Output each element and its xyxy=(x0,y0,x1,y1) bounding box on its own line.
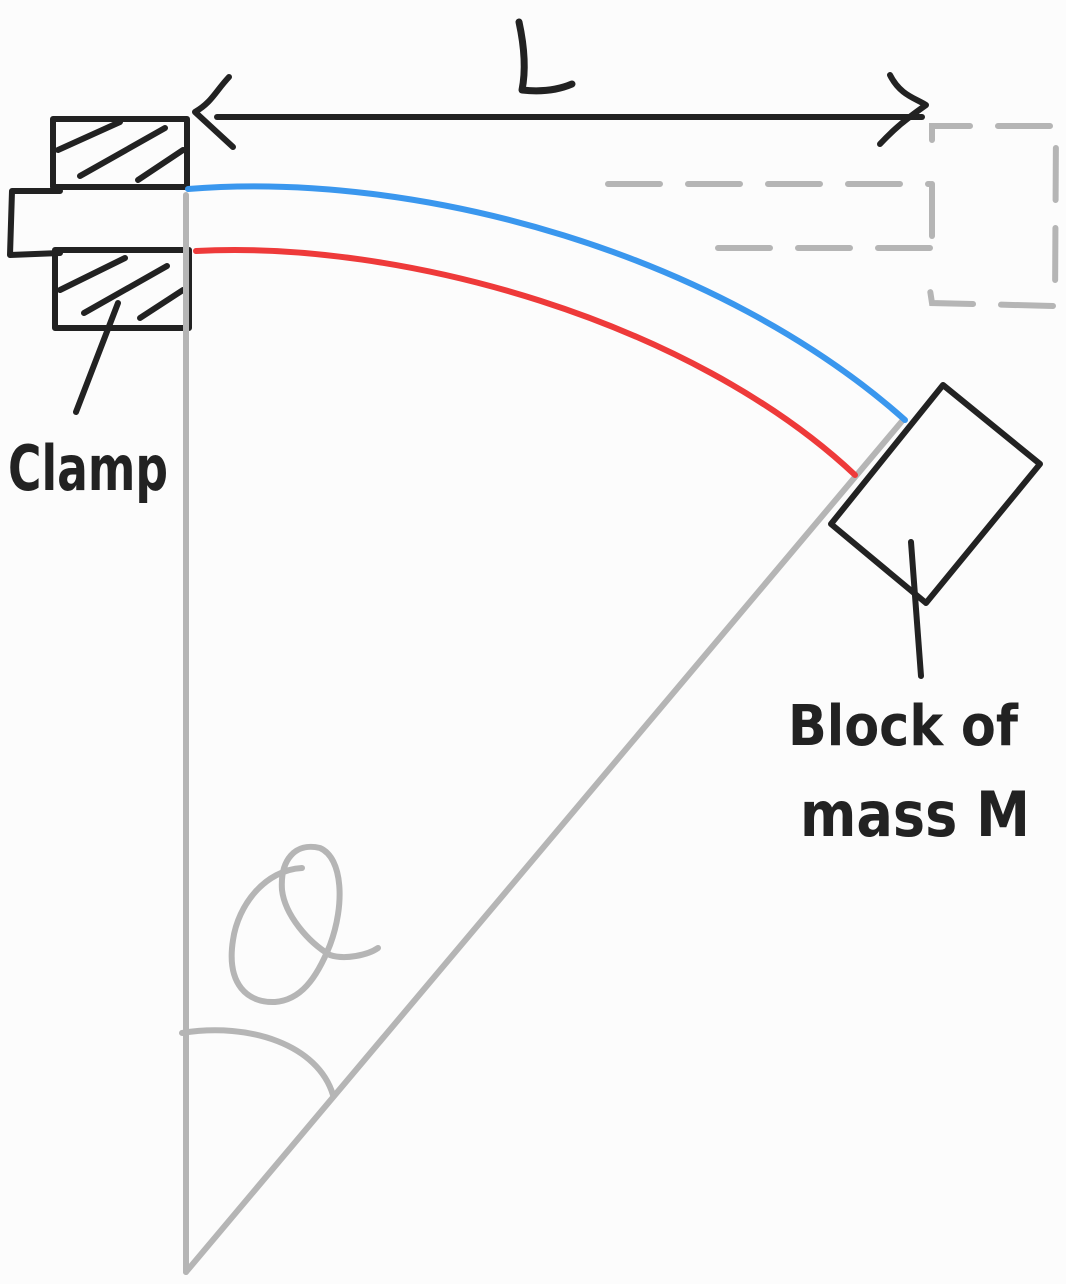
angle-arc xyxy=(179,1027,336,1098)
block-pointer-line xyxy=(908,539,924,679)
arrowhead-left-icon xyxy=(192,74,236,150)
beam-top-surface xyxy=(185,183,908,423)
clamp-label: Clamp xyxy=(8,432,168,505)
block-label-line1: Block of xyxy=(788,694,1019,759)
clamp-upper-jaw xyxy=(50,116,190,190)
length-label: L xyxy=(520,15,558,85)
clamp-lower-jaw xyxy=(52,247,192,331)
length-glyph xyxy=(515,18,576,95)
beam-bottom-surface xyxy=(193,247,858,478)
block-label-line2: mass M xyxy=(800,778,1030,851)
radius-line xyxy=(183,417,906,1275)
angle-glyph xyxy=(228,843,381,1006)
arrowhead-right-icon xyxy=(877,72,929,147)
clamp-pointer-line xyxy=(73,300,121,415)
clamp-bracket xyxy=(7,188,63,258)
undeflected-beam-outline xyxy=(605,123,1060,310)
mass-block xyxy=(828,382,1043,606)
length-dimension-arrow xyxy=(192,72,929,150)
